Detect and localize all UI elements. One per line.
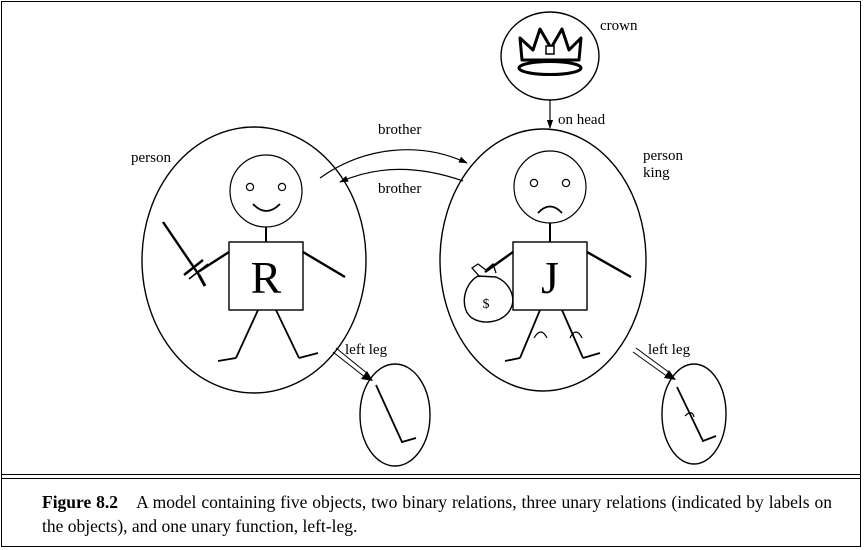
- brother-arrow-top: [319, 149, 468, 179]
- john-figure: [484, 150, 632, 362]
- money-bag-icon: $: [463, 262, 514, 323]
- crown-label: crown: [600, 18, 638, 34]
- sword-icon: [162, 221, 209, 287]
- john-left-leg-object: [661, 363, 727, 465]
- crown-icon: [517, 27, 583, 76]
- brother-label-bottom: brother: [378, 181, 421, 197]
- model-diagram: crown on head brother brother: [131, 11, 727, 467]
- caption-text: A model containing five objects, two bin…: [42, 492, 832, 536]
- left-leg-label-right: left leg: [648, 342, 691, 358]
- frown-icon: [537, 205, 563, 214]
- money-symbol: $: [483, 297, 490, 312]
- left-leg-label-left: left leg: [345, 342, 388, 358]
- divider-bottom: [2, 478, 860, 479]
- richard-figure: [197, 154, 346, 362]
- richard-initial: R: [251, 252, 282, 303]
- john-object: $ J: [439, 128, 647, 392]
- divider-top: [2, 474, 860, 475]
- left-leg-arrow-right: [632, 347, 676, 380]
- brother-arrow-bottom: [339, 168, 464, 183]
- richard-left-leg-object: [359, 363, 431, 467]
- person-label-left: person: [131, 150, 171, 166]
- smile-icon: [252, 203, 281, 212]
- king-label: king: [643, 165, 670, 181]
- crown-object: [500, 11, 600, 101]
- richard-object: R: [141, 126, 367, 394]
- john-initial: J: [541, 252, 559, 303]
- person-label-right: person: [643, 148, 683, 164]
- brother-label-top: brother: [378, 122, 421, 138]
- figure-label: Figure 8.2: [42, 492, 119, 512]
- on-head-label: on head: [558, 112, 606, 128]
